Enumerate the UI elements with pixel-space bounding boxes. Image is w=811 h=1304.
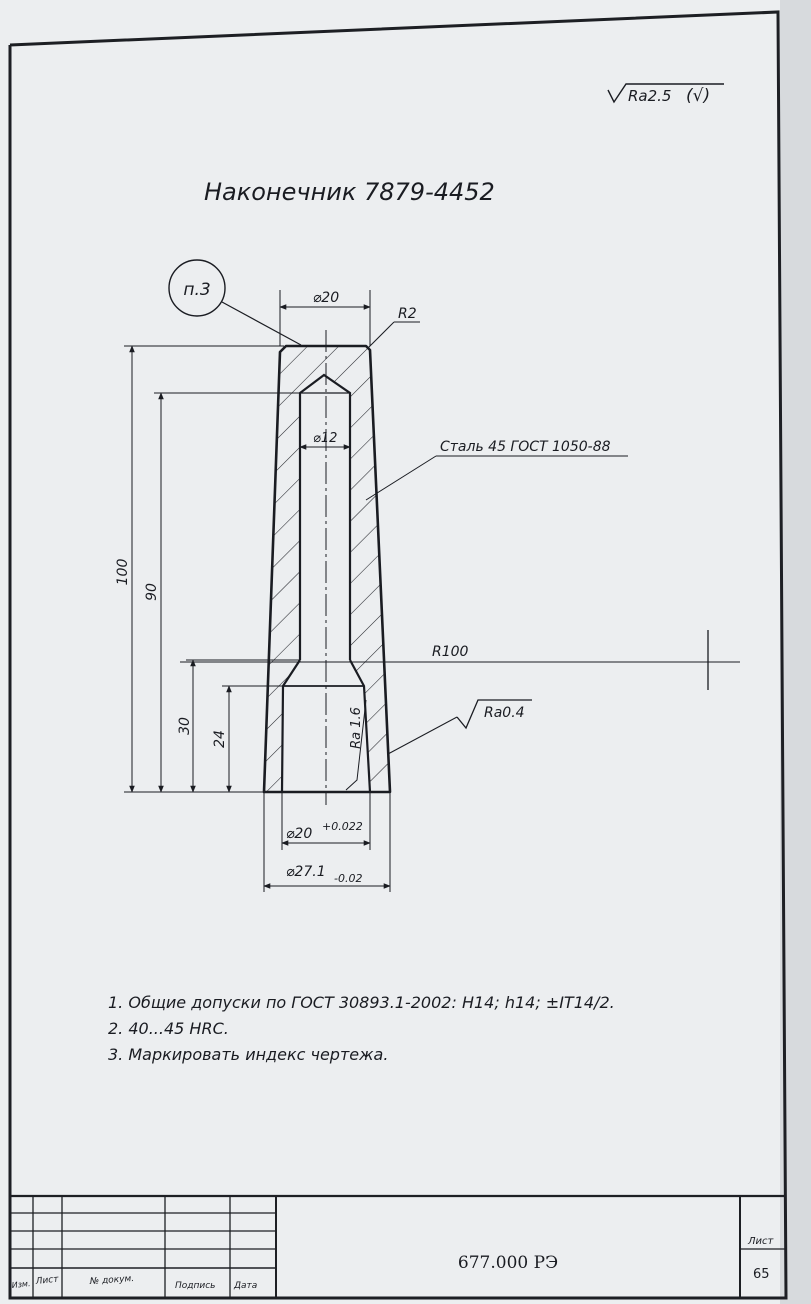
corner-radius-label: R2	[398, 306, 417, 322]
document-code: 677.000 РЭ	[458, 1253, 558, 1273]
bottom-bore-label: ⌀20	[286, 826, 312, 842]
frame-border	[8, 10, 788, 1300]
bore-diameter-label: ⌀12	[313, 431, 337, 446]
col-list: Лист	[34, 1275, 59, 1288]
bottom-outer-label: ⌀27.1	[286, 864, 326, 880]
part-section	[262, 330, 392, 805]
step-height-label: 30	[177, 717, 193, 735]
note-1: 1. Общие допуски по ГОСТ 30893.1-2002: H…	[108, 993, 615, 1012]
dim-bottom-bore: ⌀20 +0.022	[281, 792, 371, 850]
dim-bore-diameter: ⌀12	[299, 431, 351, 450]
bottom-outer-tolerance: -0.02	[334, 872, 362, 885]
overall-length-label: 100	[115, 559, 131, 586]
note-2: 2. 40...45 HRC.	[108, 1019, 229, 1038]
sheet-label: Лист	[747, 1236, 775, 1247]
sphere-radius-label: R100	[432, 644, 469, 660]
technical-notes: 1. Общие допуски по ГОСТ 30893.1-2002: H…	[108, 993, 615, 1064]
dim-top-diameter: ⌀20	[279, 290, 371, 346]
inner-roughness-label: Ra 1.6	[349, 707, 364, 749]
col-izm: Изм.	[11, 1279, 31, 1290]
svg-text:(√): (√)	[686, 86, 710, 106]
dim-overall-length: 100	[115, 345, 284, 793]
material-label: Сталь 45 ГОСТ 1050-88	[440, 439, 611, 455]
title-block	[10, 1194, 786, 1298]
bore-depth-label: 90	[144, 583, 160, 601]
outer-roughness: Ra0.4	[387, 699, 532, 755]
inner-roughness: Ra 1.6	[345, 699, 367, 791]
material-callout: Сталь 45 ГОСТ 1050-88	[365, 439, 628, 501]
dim-sphere-radius: R100	[180, 630, 740, 690]
general-roughness-symbol: Ra2.5 (√)	[607, 83, 724, 106]
dim-bore-depth: 90	[144, 392, 300, 793]
outer-roughness-label: Ra0.4	[484, 705, 525, 721]
general-roughness-label: Ra2.5	[628, 87, 671, 105]
col-doc: № докум.	[89, 1274, 135, 1287]
dim-counterbore-depth: 24	[212, 685, 283, 793]
callout-label: п.3	[183, 280, 210, 300]
dim-corner-radius: R2	[367, 306, 420, 349]
counterbore-depth-label: 24	[212, 730, 228, 748]
col-sign: Подпись	[175, 1281, 215, 1291]
col-date: Дата	[233, 1281, 257, 1291]
dim-bottom-outer: ⌀27.1 -0.02	[263, 792, 391, 892]
dim-step-height: 30	[177, 659, 300, 793]
sheet-number: 65	[753, 1267, 770, 1282]
note-3: 3. Маркировать индекс чертежа.	[108, 1045, 388, 1064]
part-title: Наконечник 7879-4452	[204, 178, 495, 206]
callout-bubble: п.3	[168, 259, 302, 346]
bottom-bore-tolerance: +0.022	[322, 820, 363, 833]
top-diameter-label: ⌀20	[313, 290, 339, 306]
